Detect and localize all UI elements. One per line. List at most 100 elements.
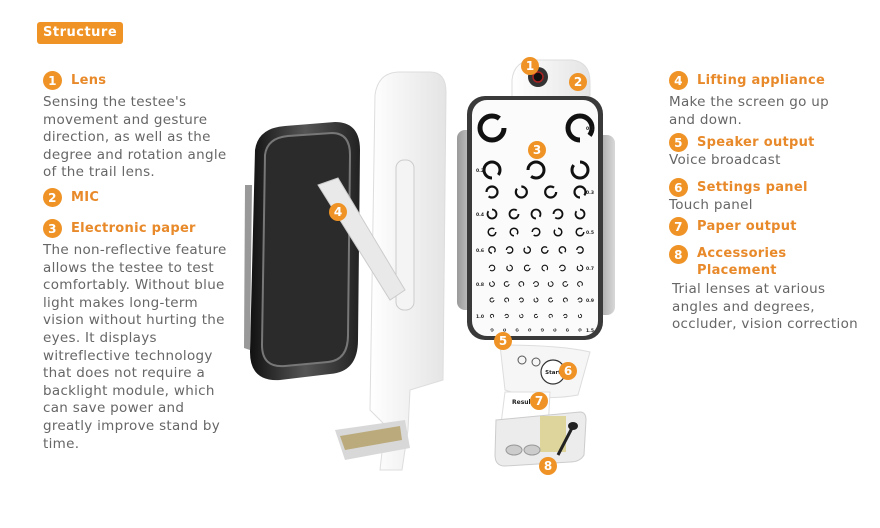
optotype-ring bbox=[544, 185, 558, 199]
callout-marker-2: 2 bbox=[569, 73, 587, 91]
feature-title: Lifting appliance bbox=[697, 73, 826, 88]
optotype-ring bbox=[575, 227, 585, 237]
number-badge: 1 bbox=[43, 71, 62, 90]
optotype-ring bbox=[523, 264, 531, 272]
optotype-ring bbox=[508, 208, 520, 220]
feature-description: Voice broadcast bbox=[669, 152, 781, 168]
accessories-tray bbox=[494, 411, 587, 467]
optotype-ring bbox=[523, 246, 532, 254]
acuity-scale-label: 0.7 bbox=[586, 266, 594, 272]
optotype-ring bbox=[519, 313, 524, 319]
acuity-scale-label: 0.1 bbox=[586, 126, 594, 132]
optotype-ring bbox=[487, 227, 497, 237]
optotype-ring bbox=[531, 227, 541, 237]
svg-text:1: 1 bbox=[526, 59, 534, 73]
result-label: Result bbox=[512, 399, 534, 406]
feature-speaker-output: 5 Speaker output Voice broadcast bbox=[669, 133, 869, 170]
optotype-ring bbox=[477, 113, 507, 143]
optotype-ring bbox=[505, 246, 514, 254]
settings-panel: Start bbox=[499, 344, 591, 399]
stand bbox=[317, 71, 447, 471]
start-label: Start bbox=[545, 370, 561, 376]
acuity-scale-label: 0.6 bbox=[476, 248, 484, 254]
number-badge: 8 bbox=[669, 245, 688, 264]
acuity-scale-label: 1.5 bbox=[586, 328, 594, 334]
optotype-ring bbox=[562, 297, 568, 303]
optotype-ring bbox=[548, 297, 554, 303]
optotype-ring bbox=[578, 328, 582, 332]
optotype-ring bbox=[489, 281, 495, 287]
feature-title: Speaker output bbox=[697, 135, 815, 150]
feature-title: Accessories Placement bbox=[697, 246, 787, 278]
feature-description: Make the screen go up and down. bbox=[669, 94, 830, 128]
eye-chart-screen: 0.10.20.30.40.50.60.70.80.91.01.5 bbox=[467, 96, 603, 340]
optotype-ring bbox=[488, 246, 496, 254]
optotype-ring bbox=[577, 281, 583, 287]
optotype-ring bbox=[559, 264, 566, 272]
callout-marker-5: 5 bbox=[494, 332, 512, 350]
screen-back-view bbox=[244, 122, 360, 381]
acuity-scale-label: 0.9 bbox=[586, 298, 594, 304]
optotype-ring bbox=[509, 227, 519, 237]
settings-icon[interactable] bbox=[531, 357, 541, 367]
number-badge: 5 bbox=[669, 133, 688, 152]
power-icon[interactable] bbox=[517, 355, 527, 365]
optotype-ring bbox=[526, 160, 546, 180]
feature-title: Electronic paper bbox=[71, 221, 196, 236]
optotype-ring bbox=[506, 264, 513, 272]
optotype-ring bbox=[530, 208, 542, 220]
optotype-ring bbox=[565, 113, 595, 143]
optotype-ring bbox=[488, 264, 496, 272]
feature-description: The non-reflective feature allows the te… bbox=[43, 242, 227, 452]
acuity-scale-label: 0.3 bbox=[586, 190, 594, 196]
optotype-ring bbox=[540, 328, 544, 332]
optotype-ring bbox=[576, 264, 584, 272]
optotype-ring bbox=[547, 281, 554, 287]
optotype-ring bbox=[565, 328, 569, 332]
optotype-ring bbox=[541, 264, 549, 272]
optotype-ring bbox=[577, 313, 583, 319]
optotype-ring bbox=[533, 297, 539, 303]
optotype-ring bbox=[553, 227, 563, 237]
optotype-ring bbox=[552, 208, 564, 220]
feature-title: MIC bbox=[71, 190, 100, 205]
feature-title: Paper output bbox=[697, 219, 797, 234]
optotype-ring bbox=[489, 313, 495, 319]
optotype-ring bbox=[503, 328, 507, 332]
acuity-scale-label: 0.4 bbox=[476, 212, 484, 218]
section-title-badge: Structure bbox=[37, 22, 124, 44]
optotype-ring bbox=[515, 328, 519, 332]
callout-marker-1: 1 bbox=[521, 57, 539, 75]
acuity-scale-label: 0.5 bbox=[586, 230, 594, 236]
optotype-ring bbox=[485, 185, 499, 199]
number-badge: 3 bbox=[43, 219, 62, 238]
optotype-ring bbox=[503, 281, 510, 287]
optotype-ring bbox=[576, 246, 584, 254]
optotype-ring bbox=[514, 185, 528, 199]
optotype-ring bbox=[577, 297, 583, 303]
svg-text:6: 6 bbox=[564, 364, 572, 378]
optotype-ring bbox=[553, 328, 557, 332]
feature-title: Settings panel bbox=[697, 180, 808, 195]
optotype-ring bbox=[548, 313, 553, 319]
optotype-ring bbox=[533, 313, 539, 319]
number-badge: 6 bbox=[669, 178, 688, 197]
feature-title: Lens bbox=[71, 73, 107, 88]
optotype-ring bbox=[574, 208, 586, 220]
callout-marker-8: 8 bbox=[539, 457, 557, 475]
callout-marker-6: 6 bbox=[559, 362, 577, 380]
svg-text:5: 5 bbox=[499, 334, 507, 348]
acuity-scale-label: 0.8 bbox=[476, 282, 484, 288]
callout-marker-3: 3 bbox=[528, 141, 546, 159]
optotype-ring bbox=[504, 313, 509, 319]
svg-text:8: 8 bbox=[544, 459, 552, 473]
optotype-ring bbox=[486, 208, 498, 220]
optotype-ring bbox=[562, 281, 569, 287]
